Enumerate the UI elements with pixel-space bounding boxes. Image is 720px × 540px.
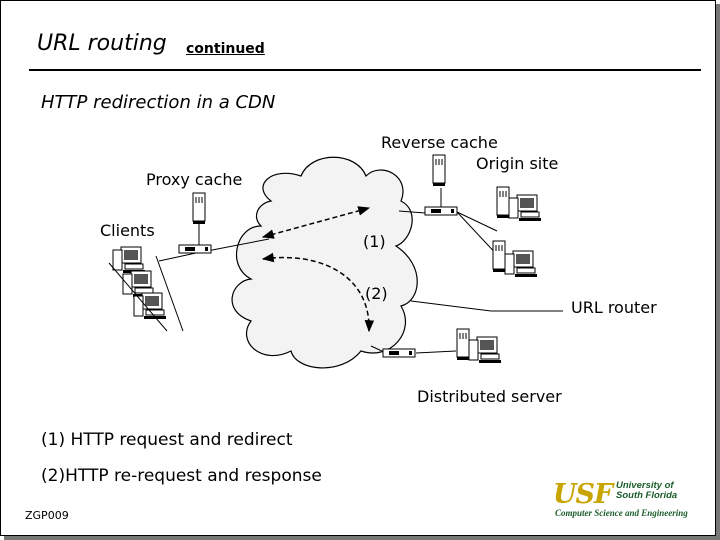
label-distributed-server: Distributed server (417, 387, 562, 406)
origin-computer-icon (504, 250, 538, 278)
section-heading: HTTP redirection in a CDN (41, 92, 276, 113)
legend-item-2: (2)HTTP re-request and response (41, 466, 322, 486)
usf-logo: USF University of South Florida Computer… (553, 479, 703, 523)
redirect-arrows (261, 206, 375, 333)
label-url-router: URL router (571, 298, 657, 317)
distributed-server-tower-icon (456, 328, 470, 361)
label-origin-site: Origin site (476, 154, 558, 173)
slide-subtitle: continued (186, 41, 265, 57)
logo-department: Computer Science and Engineering (555, 508, 688, 518)
label-step-1: (1) (363, 232, 386, 251)
origin-computer-icon (508, 194, 542, 222)
distributed-computer-icon (468, 336, 502, 364)
label-clients: Clients (100, 221, 155, 240)
label-proxy-cache: Proxy cache (146, 170, 242, 189)
label-reverse-cache: Reverse cache (381, 133, 498, 152)
logo-university-name: University of South Florida (616, 480, 678, 501)
distributed-server-hub-icon (382, 348, 416, 358)
cloud-network-icon (231, 156, 418, 369)
slide-title: URL routing (37, 31, 167, 56)
origin-server-tower-icon (496, 186, 510, 219)
label-step-2: (2) (365, 284, 388, 303)
client-computer-icon (112, 246, 146, 274)
proxy-cache-server-tower-icon (192, 192, 206, 225)
slide-footer-code: ZGP009 (25, 509, 69, 522)
reverse-cache-server-tower-icon (432, 154, 446, 187)
client-computer-icon (133, 292, 167, 320)
proxy-cache-hub-icon (178, 244, 212, 254)
origin-site-hub-icon (424, 206, 458, 216)
title-rule (29, 69, 701, 71)
logo-mark: USF (553, 479, 613, 510)
origin-server-tower-icon (492, 240, 506, 273)
legend-item-1: (1) HTTP request and redirect (41, 430, 293, 450)
